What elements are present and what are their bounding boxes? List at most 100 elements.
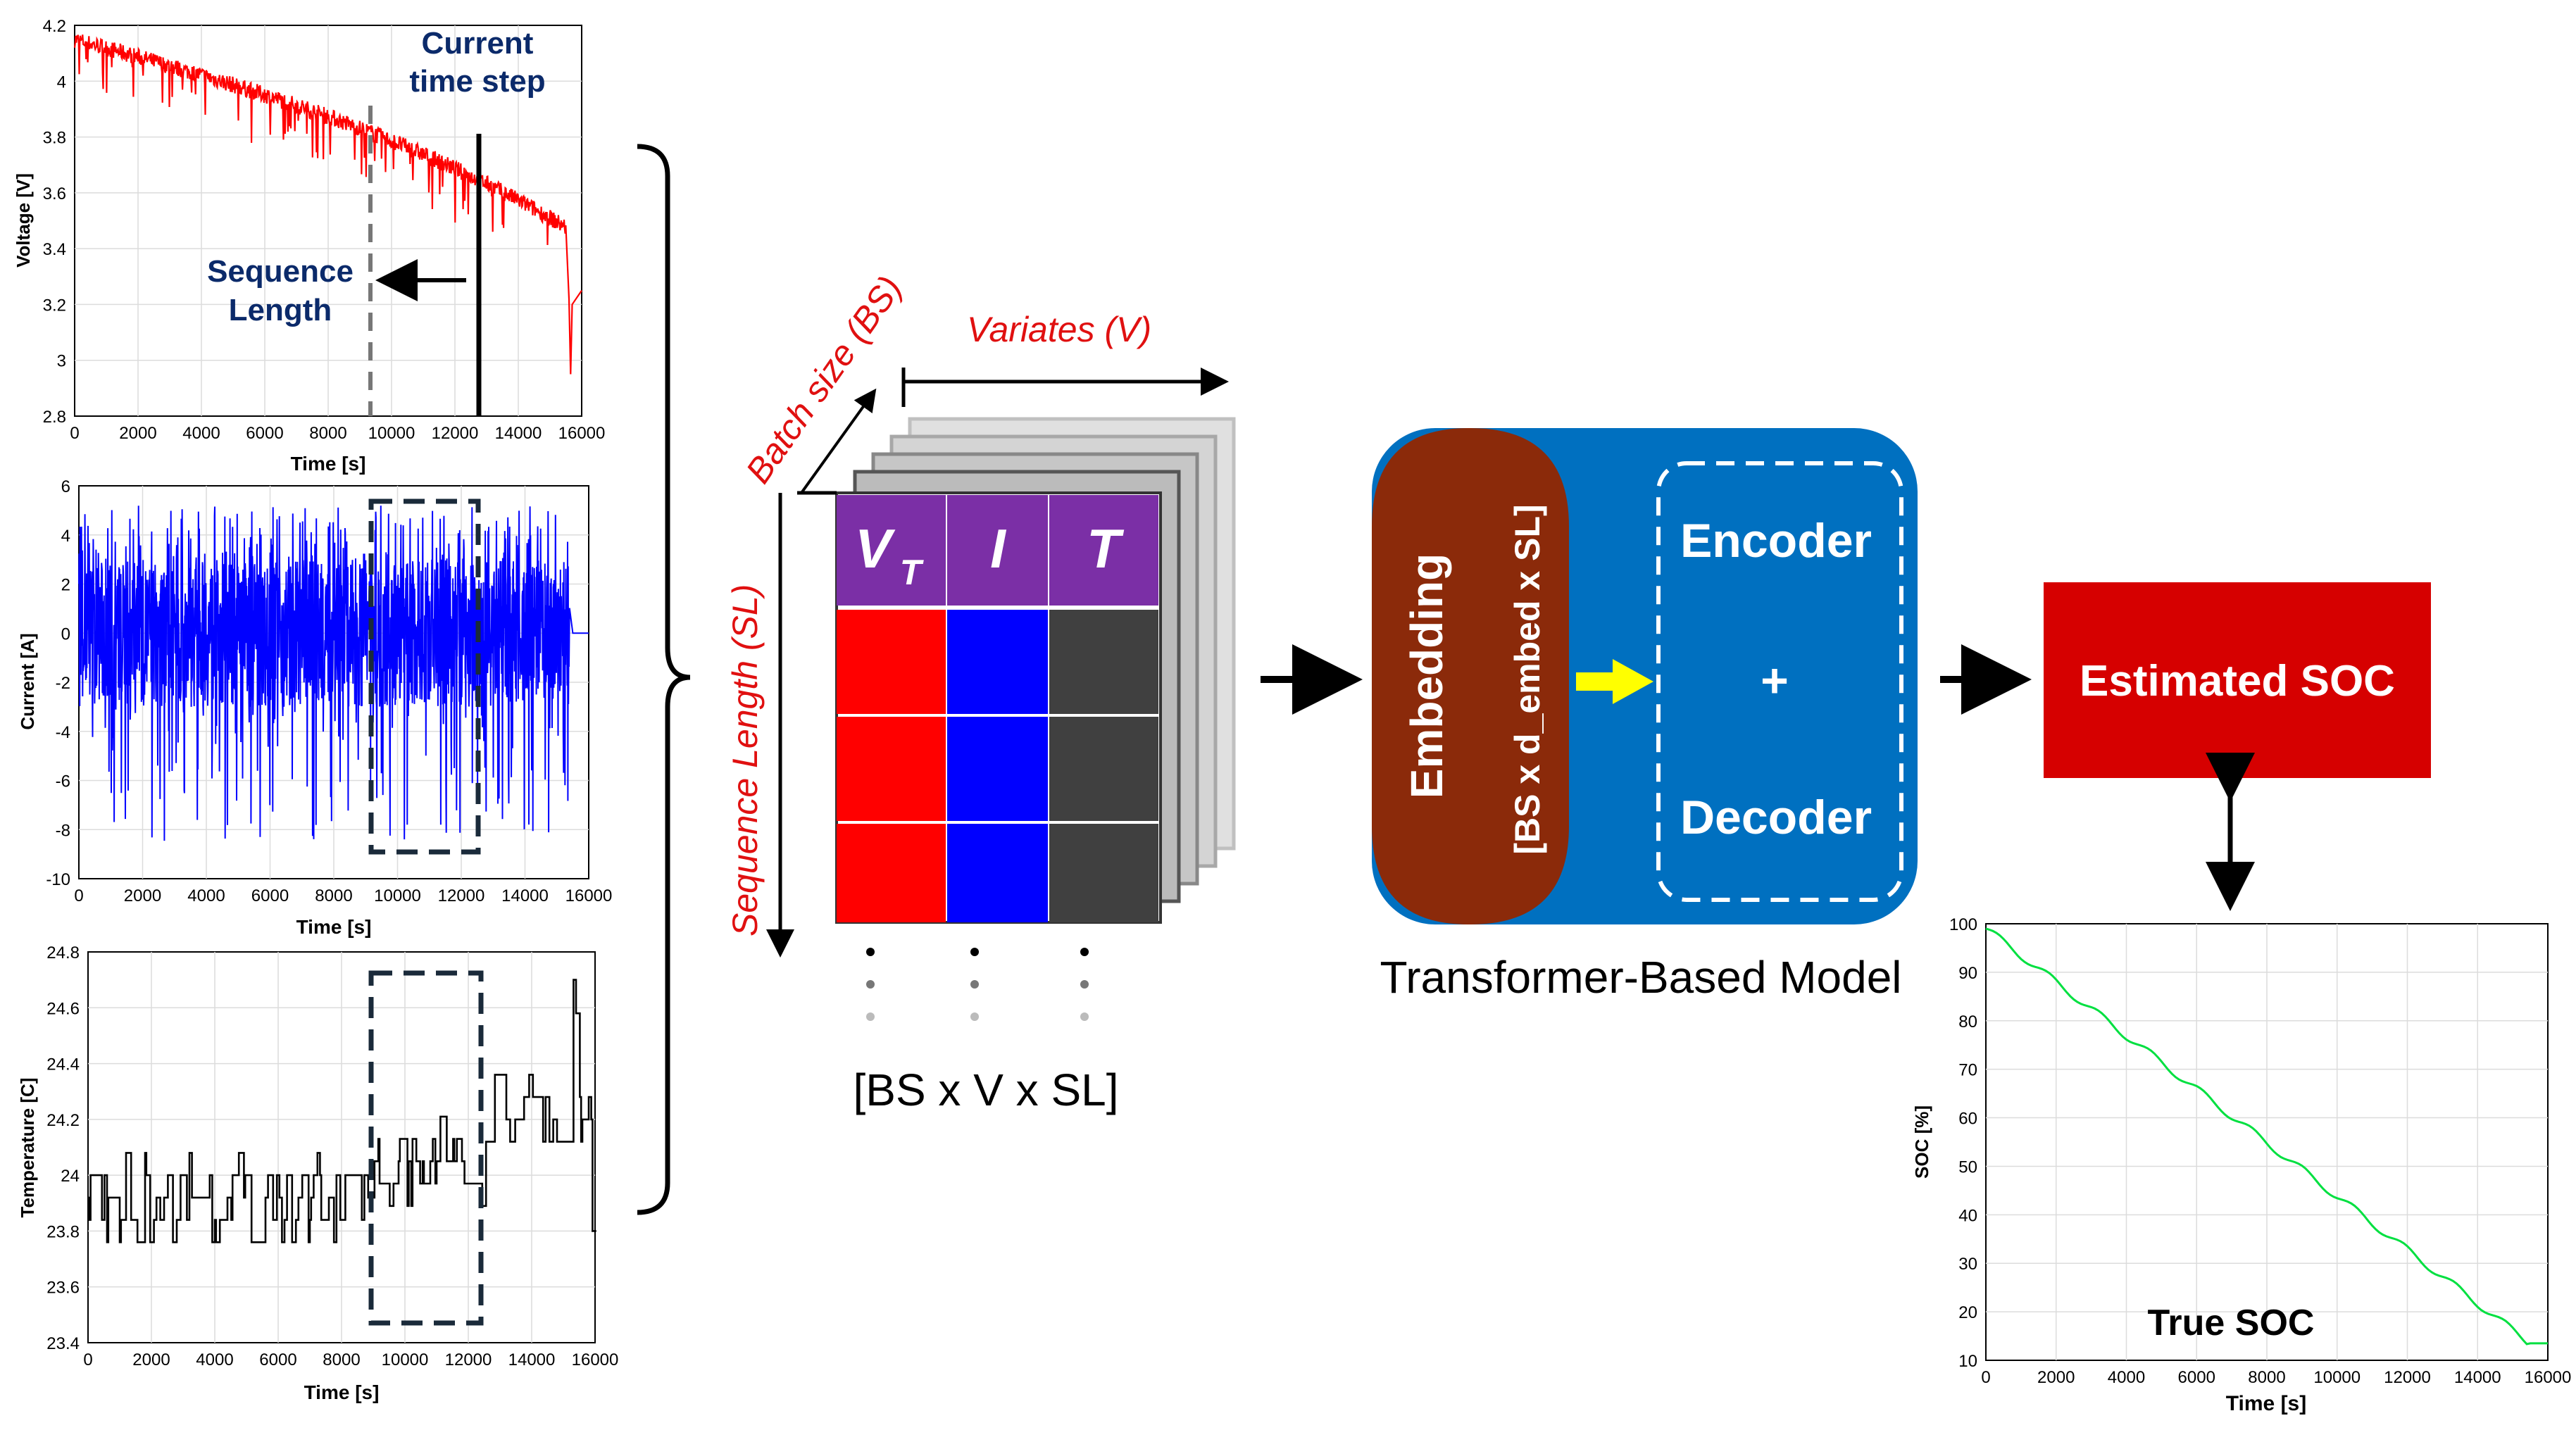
x-tick-label: 6000 [2178, 1368, 2215, 1387]
x-tick-label: 2000 [119, 424, 156, 443]
soc-y-axis-label: SOC [%] [1911, 1105, 1932, 1179]
x-tick-label: 4000 [196, 1350, 233, 1369]
y-tick-label: 3.6 [43, 184, 66, 203]
encoder-label: Encoder [1680, 514, 1872, 567]
continuation-dot [1080, 948, 1089, 956]
continuation-dot [970, 1012, 979, 1021]
y-tick-label: 100 [1949, 915, 1977, 934]
y-tick-label: 24.6 [46, 999, 80, 1018]
y-tick-label: 0 [61, 625, 70, 644]
x-tick-label: 6000 [259, 1350, 296, 1369]
y-tick-label: 24.8 [46, 943, 80, 962]
decoder-label: Decoder [1680, 791, 1872, 844]
voltage-x-axis-label: Time [s] [291, 453, 366, 475]
continuation-dot [970, 948, 979, 956]
true-soc-caption: True SOC [2148, 1303, 2315, 1343]
t-cell-2 [1049, 717, 1158, 821]
header-i-text: I [990, 518, 1006, 579]
x-tick-label: 4000 [2108, 1368, 2145, 1387]
y-tick-label: 4.2 [43, 17, 66, 36]
voltage-chart: Current time step Sequence Length 4.243.… [13, 17, 605, 475]
y-tick-label: 23.8 [46, 1222, 80, 1241]
continuation-dot [866, 1012, 875, 1021]
continuation-dot [866, 948, 875, 956]
x-tick-label: 4000 [182, 424, 220, 443]
x-tick-label: 14000 [501, 886, 549, 905]
continuation-dot [866, 980, 875, 989]
model-caption: Transformer-Based Model [1380, 952, 1902, 1003]
y-tick-label: 60 [1958, 1110, 1977, 1129]
y-tick-label: 50 [1958, 1158, 1977, 1177]
continuation-dot [1080, 1012, 1089, 1021]
i-cell-2 [947, 717, 1048, 821]
grouping-brace [637, 144, 691, 1215]
continuation-dot [1080, 980, 1089, 989]
header-vt-text: V [855, 518, 896, 579]
encoder-decoder-box [1656, 461, 1903, 902]
sequence-length-label-2: Length [229, 293, 332, 327]
x-tick-label: 10000 [382, 1350, 429, 1369]
voltage-series [73, 35, 582, 375]
y-tick-label: 90 [1958, 964, 1977, 983]
y-tick-label: -6 [56, 772, 70, 791]
y-tick-label: 80 [1958, 1012, 1977, 1031]
x-tick-label: 8000 [315, 886, 352, 905]
current-x-axis-label: Time [s] [296, 916, 372, 938]
x-tick-label: 0 [1981, 1368, 1990, 1387]
y-tick-label: -10 [46, 870, 70, 889]
x-tick-label: 8000 [323, 1350, 360, 1369]
header-cell-i [947, 495, 1048, 606]
y-tick-label: 2.8 [43, 408, 66, 427]
y-tick-label: 23.6 [46, 1279, 80, 1298]
x-tick-label: 2000 [124, 886, 161, 905]
x-tick-label: 12000 [445, 1350, 492, 1369]
x-tick-label: 2000 [132, 1350, 170, 1369]
x-tick-label: 16000 [558, 424, 606, 443]
y-tick-label: 3.8 [43, 129, 66, 148]
current-series [78, 506, 589, 841]
x-tick-label: 14000 [495, 424, 542, 443]
batch-size-arrow [800, 388, 877, 494]
temperature-y-axis-label: Temperature [C] [17, 1078, 38, 1218]
y-tick-label: 24.4 [46, 1055, 80, 1074]
header-cell-t [1049, 495, 1158, 606]
y-tick-label: 4 [57, 73, 66, 92]
x-tick-label: 6000 [246, 424, 283, 443]
x-tick-label: 10000 [368, 424, 415, 443]
y-tick-label: 6 [61, 477, 70, 496]
i-cell-1 [947, 610, 1048, 714]
y-tick-label: -8 [56, 821, 70, 840]
y-tick-label: 30 [1958, 1255, 1977, 1274]
soc-grid [1986, 924, 2548, 1360]
soc-series [1985, 927, 2548, 1346]
vt-cell-3 [837, 824, 946, 922]
estimated-soc-block [2044, 582, 2431, 778]
vt-cell-2 [837, 717, 946, 821]
x-tick-label: 10000 [374, 886, 421, 905]
vt-cell-1 [837, 610, 946, 714]
x-tick-label: 16000 [565, 886, 613, 905]
y-tick-label: 23.4 [46, 1334, 80, 1353]
y-tick-label: 4 [61, 527, 70, 546]
x-tick-label: 12000 [432, 424, 479, 443]
continuation-dot [970, 980, 979, 989]
current-y-axis-label: Current [A] [17, 633, 38, 729]
current-time-step-label-2: time step [409, 64, 545, 99]
embedding-block [1372, 428, 1569, 924]
temperature-x-axis-label: Time [s] [304, 1381, 380, 1403]
plus-sign: + [1761, 654, 1789, 708]
x-tick-label: 14000 [508, 1350, 556, 1369]
y-tick-label: 24.2 [46, 1111, 80, 1130]
tensor-stack: V T I T Variates (V) Batch size (BS) Seq… [725, 269, 1236, 1115]
x-tick-label: 0 [74, 886, 83, 905]
t-cell-3 [1049, 824, 1158, 922]
y-tick-label: 3.2 [43, 296, 66, 315]
estimated-soc-box: Estimated SOC [2044, 582, 2431, 778]
y-tick-label: 10 [1958, 1352, 1977, 1371]
